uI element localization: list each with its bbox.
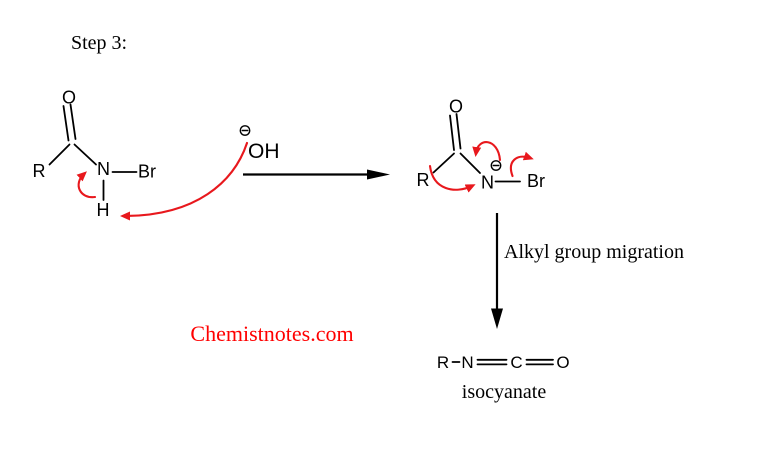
reactant-structure: O R N Br H [33,88,157,221]
reactant-co-double-bond-line2 [69,103,77,140]
reactant-hydrogen-label: H [97,200,110,220]
intermediate-cn-bond [459,152,481,174]
intermediate-cr-bond [432,152,455,174]
reactant-cn-bond [73,143,97,166]
migration-label: Alkyl group migration [504,241,684,263]
hydroxide-label: OH [248,140,280,163]
negative-charge-icon [239,125,251,136]
reaction-arrow [243,169,390,180]
intermediate-co-double-bond-line2 [455,113,462,150]
product-carbon-label: C [510,353,522,372]
reactant-bromine-label: Br [138,162,156,182]
intermediate-bromine-label: Br [527,171,545,191]
product-name: isocyanate [462,381,547,403]
intermediate-co-double-bond-line1 [449,114,455,151]
electron-push-arrow-oh-to-h [120,141,249,221]
product-structure: R N C O isocyanate [437,353,570,403]
electron-push-arrow-br-leaving [510,151,534,178]
electron-push-arrow-r-migration [428,164,476,193]
electron-push-arrow-n-lonepair-to-c [472,141,502,162]
intermediate-nitrogen-label: N [481,173,494,193]
electron-push-arrow-nh-to-n [76,171,97,199]
intermediate-structure: O R N Br [417,97,546,193]
negative-charge-icon [490,160,502,171]
migration-arrowhead [491,308,503,329]
reaction-arrowhead [367,169,390,180]
reactant-oxygen-label: O [62,88,76,108]
product-nitrogen-label: N [461,353,473,372]
reactant-cr-bond [48,143,71,166]
watermark-text: Chemistnotes.com [190,321,353,346]
product-r-label: R [437,353,449,372]
reactant-r-label: R [33,161,46,181]
product-oxygen-label: O [556,353,569,372]
step-title: Step 3: [71,32,127,54]
reactant-nitrogen-label: N [97,159,110,179]
migration-arrow [491,213,503,329]
intermediate-r-label: R [417,170,430,190]
intermediate-oxygen-label: O [449,97,463,117]
reactant-co-double-bond-line1 [62,105,70,142]
hydroxide-ion: OH [239,125,280,163]
